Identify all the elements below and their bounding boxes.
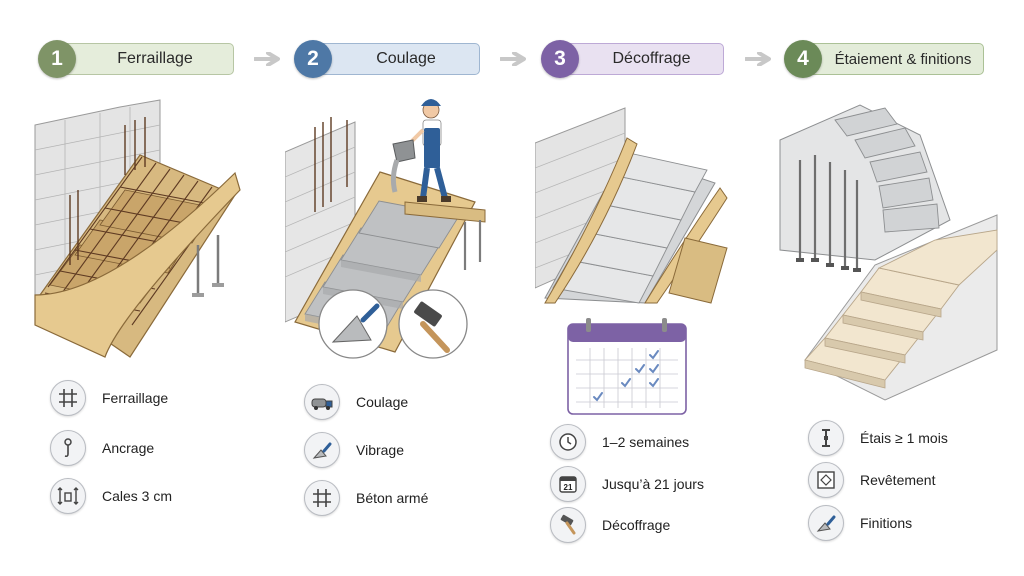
propped-staircase-finishing-illustration [779, 104, 998, 401]
rebar-formwork-staircase-illustration [34, 99, 241, 358]
step-title-pill-3: Décoffrage [565, 43, 724, 75]
legend-item-duration: 1–2 semaines [550, 424, 689, 460]
legend-item-anchor: Ancrage [50, 430, 154, 466]
step-number-badge-3: 3 [541, 40, 579, 78]
concrete-mixer-truck-icon [304, 384, 340, 420]
arrow-right-icon [745, 52, 771, 66]
anchor-bolt-icon [50, 430, 86, 466]
formwork-removal-staircase-illustration [535, 107, 728, 304]
concrete-pouring-staircase-illustration [285, 99, 486, 359]
calendar-icon: 21 [550, 466, 586, 502]
legend-label: Ancrage [102, 440, 155, 456]
calendar-schedule-illustration [567, 318, 687, 415]
legend-label: Finitions [860, 515, 913, 531]
prop-shore-icon [808, 420, 844, 456]
legend-item-days: 21 Jusqu’à 21 jours [550, 466, 704, 502]
legend-label: Jusqu’à 21 jours [602, 476, 704, 492]
step-title-pill-4: Étaiement & finitions [808, 43, 984, 75]
calendar-day-text: 21 [564, 483, 573, 492]
legend-item-reinforced-concrete: Béton armé [304, 480, 428, 516]
legend-item-stripping: Décoffrage [550, 507, 670, 543]
rebar-grid-icon [50, 380, 86, 416]
step-number-badge-2: 2 [294, 40, 332, 78]
worker-figure [390, 99, 451, 202]
legend-item-spacers: Cales 3 cm [50, 478, 172, 514]
spacer-shims-icon [50, 478, 86, 514]
legend-item-props: Étais ≥ 1 mois [808, 420, 948, 456]
trowel-icon [808, 505, 844, 541]
trowel-icon [304, 432, 340, 468]
hammer-icon [550, 507, 586, 543]
legend-item-finishing: Finitions [808, 505, 912, 541]
legend-item-rebar: Ferraillage [50, 380, 168, 416]
arrow-right-icon [254, 52, 280, 66]
legend-item-pouring: Coulage [304, 384, 408, 420]
legend-label: Coulage [356, 394, 409, 410]
step-title-pill-2: Coulage [318, 43, 480, 75]
arrow-right-icon [500, 52, 526, 66]
legend-item-covering: Revêtement [808, 462, 935, 498]
legend-label: Cales 3 cm [102, 488, 173, 504]
clock-icon [550, 424, 586, 460]
legend-label: Ferraillage [102, 390, 169, 406]
legend-item-vibrating: Vibrage [304, 432, 404, 468]
step-header-1: 1 Ferraillage [38, 40, 234, 78]
step-header-4: 4 Étaiement & finitions [784, 40, 984, 78]
step-header-2: 2 Coulage [294, 40, 480, 78]
legend-label: 1–2 semaines [602, 434, 690, 450]
step-number-badge-1: 1 [38, 40, 76, 78]
tile-icon [808, 462, 844, 498]
step-title-pill-1: Ferraillage [62, 43, 234, 75]
legend-label: Étais ≥ 1 mois [860, 430, 948, 446]
rebar-grid-icon [304, 480, 340, 516]
legend-label: Béton armé [356, 490, 429, 506]
step-header-3: 3 Décoffrage [541, 40, 724, 78]
legend-label: Revêtement [860, 472, 936, 488]
legend-label: Vibrage [356, 442, 405, 458]
legend-label: Décoffrage [602, 517, 671, 533]
step-number-badge-4: 4 [784, 40, 822, 78]
